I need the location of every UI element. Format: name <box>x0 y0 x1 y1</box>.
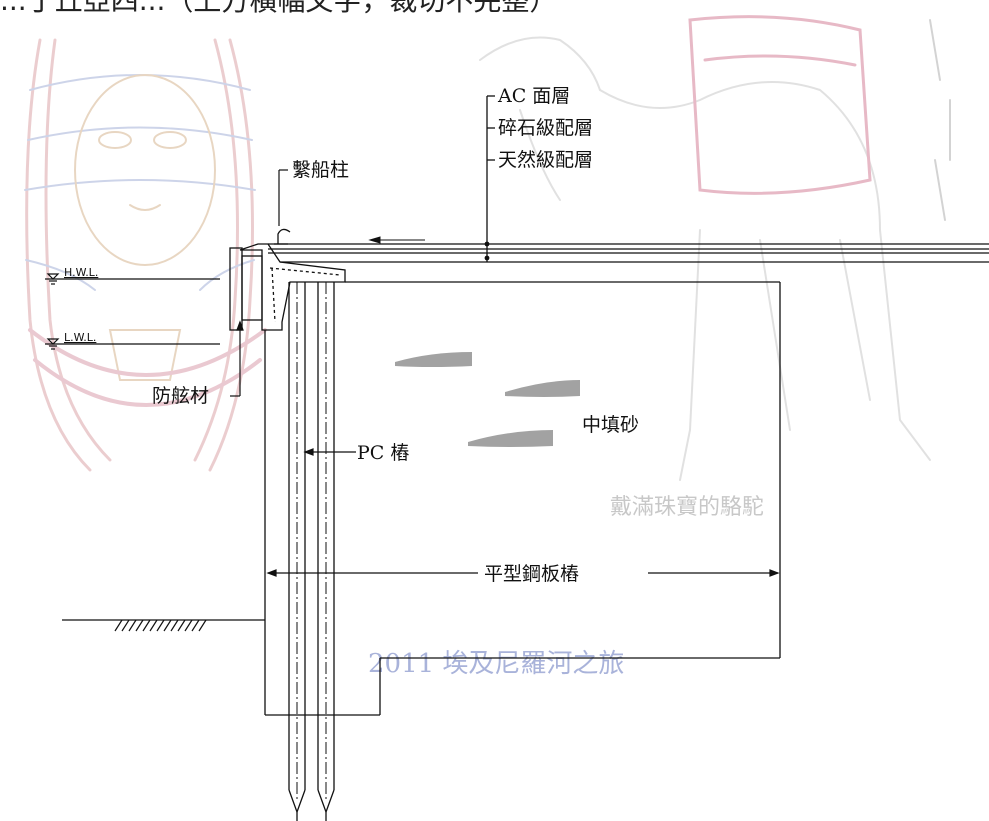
bollard <box>274 228 291 245</box>
fill-sand-label: 中填砂 <box>582 414 639 436</box>
pavement-layers <box>268 243 989 263</box>
ac-layer-label: AC 面層 <box>497 85 570 107</box>
bollard-leader <box>278 169 288 226</box>
pharaoh-headdress <box>25 38 254 472</box>
pharaoh-face <box>74 74 216 381</box>
lwl-label: L.W.L. <box>64 331 96 344</box>
sheet-pile-enclosure <box>264 281 781 716</box>
camel-figure <box>479 36 931 481</box>
fender-leader <box>230 320 244 397</box>
bollard-label: 繫船柱 <box>292 159 349 181</box>
gravel-layer-label: 碎石級配層 <box>498 117 593 139</box>
camel-saddle <box>688 15 872 195</box>
quay-cap <box>229 243 346 331</box>
pc-pile-left <box>288 282 306 821</box>
header-banner-text: ...丁丘亞四...（上方橫幅文字，裁切不完整） <box>0 0 557 17</box>
pc-pile-right <box>317 282 335 821</box>
watermark-caption: 戴滿珠寶的駱駝 <box>610 495 764 520</box>
sheet-pile-label: 平型鋼板樁 <box>484 563 579 585</box>
background-illustration <box>24 15 951 481</box>
seabed <box>62 619 265 632</box>
layer-leader <box>486 95 495 262</box>
pc-pile-label: PC 樁 <box>357 442 409 464</box>
pharaoh-bands <box>24 74 256 291</box>
lwl-line <box>45 338 220 350</box>
watermark-trip: 2011 埃及尼羅河之旅 <box>368 649 624 679</box>
hwl-label: H.W.L. <box>64 266 98 279</box>
sheet-pile-dimension <box>266 569 780 577</box>
natural-layer-label: 天然級配層 <box>498 149 593 171</box>
pharaoh-collar <box>28 328 267 407</box>
flow-arrow <box>368 236 425 244</box>
hwl-line <box>45 273 220 285</box>
leader-dot-bottom <box>484 255 490 261</box>
fender-label: 防舷材 <box>152 385 209 407</box>
camel-tassels <box>929 19 951 221</box>
fill-sand-stipple <box>395 352 580 447</box>
leader-dot-top <box>484 241 490 247</box>
pc-pile-leader <box>303 448 356 456</box>
